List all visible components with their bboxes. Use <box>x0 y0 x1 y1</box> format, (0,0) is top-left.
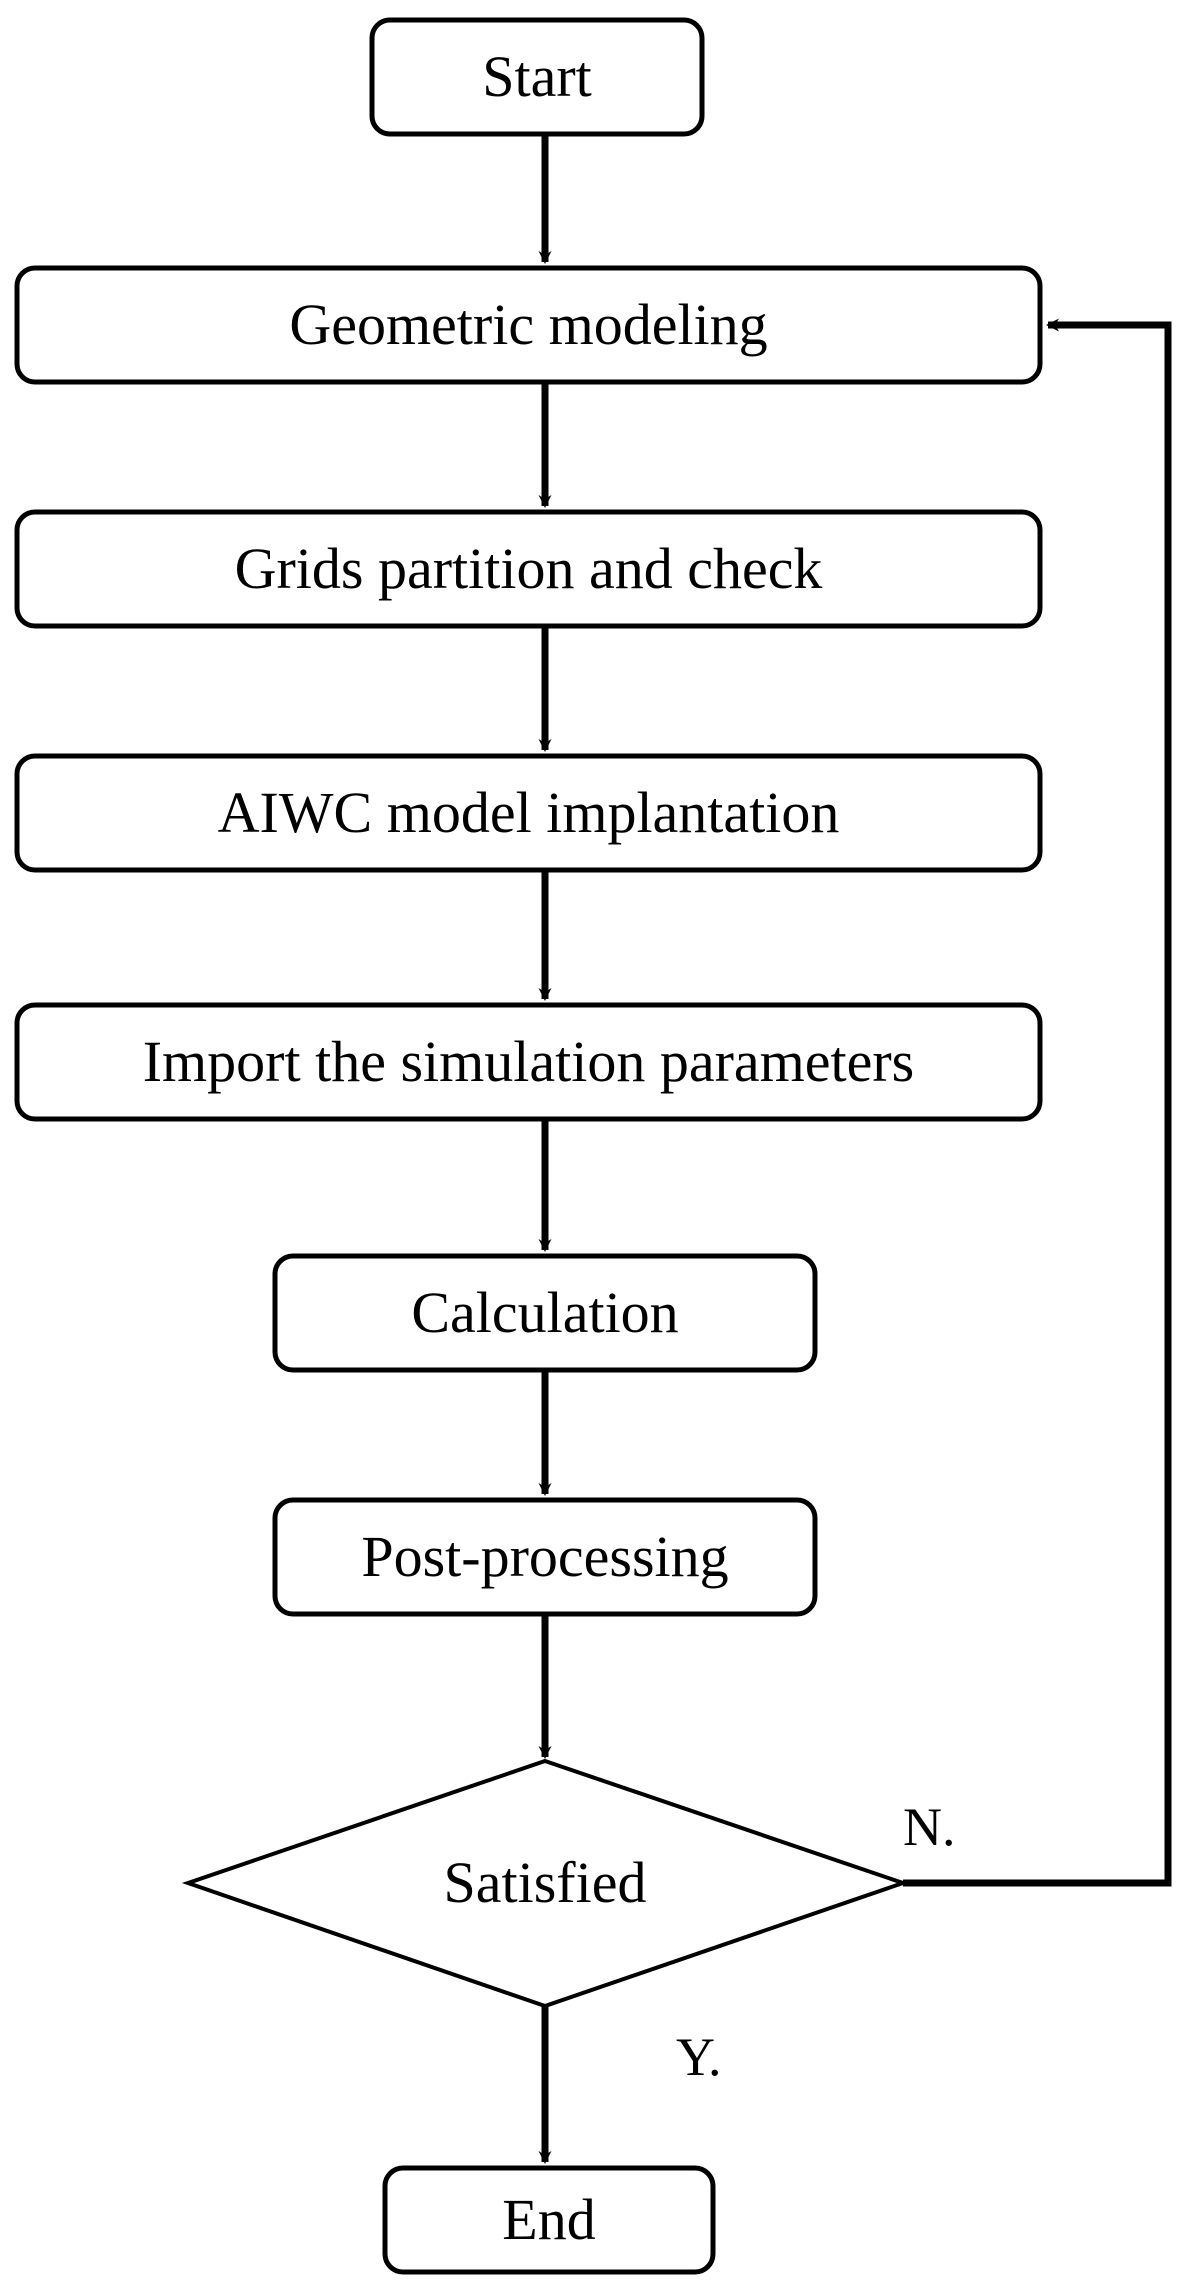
node-aiwc-model-implantation[interactable] <box>17 756 1040 870</box>
node-grids-partition-and-check[interactable] <box>17 512 1040 626</box>
node-shape-grids[interactable] <box>14 509 1043 629</box>
node-shape-aiwc[interactable] <box>14 753 1043 873</box>
node-shape-geometric[interactable] <box>14 265 1043 385</box>
node-shape-import[interactable] <box>14 1002 1043 1122</box>
node-post-processing[interactable] <box>275 1500 815 1614</box>
node-calculation[interactable] <box>275 1256 815 1370</box>
node-geometric-modeling[interactable] <box>17 268 1040 382</box>
node-start[interactable] <box>372 20 702 134</box>
node-satisfied-decision[interactable] <box>188 1761 903 2006</box>
edge-decision-no-feedback-loop <box>903 318 1172 1887</box>
node-shape-start[interactable] <box>369 17 705 137</box>
node-end[interactable] <box>385 2168 713 2272</box>
node-shape-end[interactable] <box>382 2165 716 2275</box>
node-import-the-simulation-parameters[interactable] <box>17 1005 1040 1119</box>
